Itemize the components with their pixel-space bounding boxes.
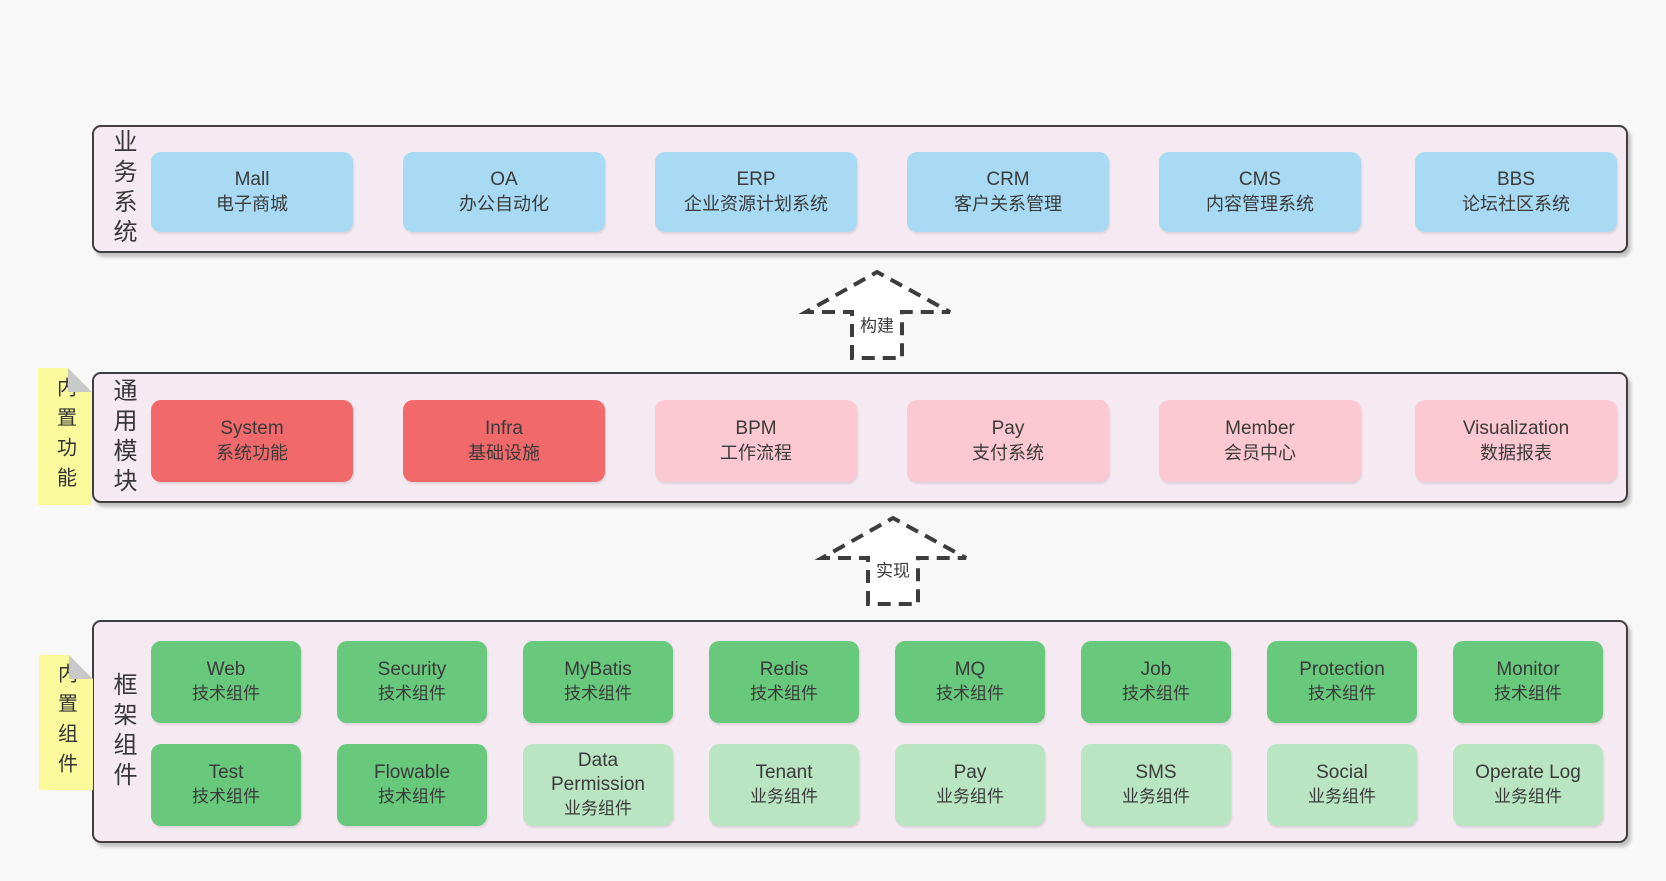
box-bbs: BBS 论坛社区系统: [1415, 152, 1617, 232]
box-system: System 系统功能: [151, 400, 353, 482]
box-name: Infra: [484, 418, 524, 439]
box-name: Visualization: [1462, 418, 1570, 439]
box-subtitle: 业务组件: [1494, 787, 1562, 806]
box-visualization: Visualization 数据报表: [1415, 400, 1617, 482]
box-subtitle: 电子商城: [216, 194, 288, 214]
box-operate-log: Operate Log 业务组件: [1453, 744, 1603, 826]
box-subtitle: 业务组件: [1122, 787, 1190, 806]
band-framework-components: 框架组件 Web 技术组件 Security 技术组件 MyBatis 技术组件…: [92, 620, 1628, 843]
band-title-common-modules: 通用模块: [109, 377, 136, 498]
box-name: Data Permission: [551, 750, 645, 795]
folded-corner-icon: [69, 655, 93, 679]
box-name: Tenant: [755, 762, 813, 783]
box-name: Pay: [953, 762, 987, 783]
box-subtitle: 业务组件: [1308, 787, 1376, 806]
box-name: Member: [1225, 418, 1295, 439]
box-security: Security 技术组件: [337, 641, 487, 723]
box-sms: SMS 业务组件: [1081, 744, 1231, 826]
box-name: Security: [377, 659, 447, 680]
box-subtitle: 业务组件: [750, 787, 818, 806]
box-subtitle: 技术组件: [1308, 684, 1376, 703]
box-flowable: Flowable 技术组件: [337, 744, 487, 826]
box-data-permission: Data Permission 业务组件: [523, 744, 673, 826]
box-job: Job 技术组件: [1081, 641, 1231, 723]
box-name: BBS: [1496, 169, 1536, 190]
box-name: BPM: [735, 418, 777, 439]
box-name: Redis: [759, 659, 809, 680]
box-subtitle: 客户关系管理: [954, 194, 1062, 214]
box-name: MQ: [954, 659, 986, 680]
box-crm: CRM 客户关系管理: [907, 152, 1109, 232]
box-mall: Mall 电子商城: [151, 152, 353, 232]
box-subtitle: 基础设施: [468, 443, 540, 463]
box-subtitle: 业务组件: [936, 787, 1004, 806]
box-name: Pay: [991, 418, 1025, 439]
box-name: System: [220, 418, 284, 439]
box-subtitle: 技术组件: [378, 684, 446, 703]
band-common-modules: 通用模块 System 系统功能 Infra 基础设施 BPM 工作流程 Pay…: [92, 372, 1628, 503]
arrow-label-implement: 实现: [873, 556, 913, 582]
box-name: CMS: [1238, 169, 1282, 190]
box-name: Mall: [234, 169, 270, 190]
box-pay-component: Pay 业务组件: [895, 744, 1045, 826]
box-name: Monitor: [1496, 659, 1560, 680]
note-built-in-features: 内置功能: [38, 368, 92, 505]
box-subtitle: 技术组件: [936, 684, 1004, 703]
box-subtitle: 论坛社区系统: [1462, 194, 1570, 214]
box-name: Operate Log: [1475, 762, 1581, 783]
box-oa: OA 办公自动化: [403, 152, 605, 232]
box-name: SMS: [1135, 762, 1177, 783]
box-name: Job: [1140, 659, 1172, 680]
box-subtitle: 技术组件: [750, 684, 818, 703]
box-subtitle: 技术组件: [1122, 684, 1190, 703]
box-subtitle: 系统功能: [216, 443, 288, 463]
box-subtitle: 会员中心: [1224, 443, 1296, 463]
box-name: CRM: [986, 169, 1030, 190]
box-subtitle: 内容管理系统: [1206, 194, 1314, 214]
box-test: Test 技术组件: [151, 744, 301, 826]
box-subtitle: 技术组件: [192, 684, 260, 703]
box-mq: MQ 技术组件: [895, 641, 1045, 723]
box-bpm: BPM 工作流程: [655, 400, 857, 482]
box-name: Protection: [1299, 659, 1385, 680]
box-name: Web: [206, 659, 246, 680]
box-subtitle: 企业资源计划系统: [684, 194, 828, 214]
box-name: OA: [490, 169, 518, 190]
note-text: 内置功能: [53, 376, 76, 497]
note-text: 内置组件: [54, 662, 77, 783]
box-subtitle: 数据报表: [1480, 443, 1552, 463]
box-subtitle: 业务组件: [564, 799, 632, 818]
box-tenant: Tenant 业务组件: [709, 744, 859, 826]
box-name: Test: [208, 762, 244, 783]
box-name: Flowable: [373, 762, 451, 783]
box-subtitle: 技术组件: [564, 684, 632, 703]
box-subtitle: 办公自动化: [459, 194, 549, 214]
box-subtitle: 技术组件: [378, 787, 446, 806]
band-title-framework-components: 框架组件: [109, 671, 136, 792]
box-subtitle: 支付系统: [972, 443, 1044, 463]
box-social: Social 业务组件: [1267, 744, 1417, 826]
box-pay-system: Pay 支付系统: [907, 400, 1109, 482]
box-cms: CMS 内容管理系统: [1159, 152, 1361, 232]
box-infra: Infra 基础设施: [403, 400, 605, 482]
box-mybatis: MyBatis 技术组件: [523, 641, 673, 723]
note-built-in-components: 内置组件: [39, 655, 93, 790]
box-monitor: Monitor 技术组件: [1453, 641, 1603, 723]
box-subtitle: 技术组件: [1494, 684, 1562, 703]
box-web: Web 技术组件: [151, 641, 301, 723]
folded-corner-icon: [68, 368, 92, 392]
box-member: Member 会员中心: [1159, 400, 1361, 482]
band-business-systems: 业务系统 Mall 电子商城 OA 办公自动化 ERP 企业资源计划系统 CRM…: [92, 125, 1628, 253]
box-protection: Protection 技术组件: [1267, 641, 1417, 723]
box-erp: ERP 企业资源计划系统: [655, 152, 857, 232]
box-subtitle: 技术组件: [192, 787, 260, 806]
box-subtitle: 工作流程: [720, 443, 792, 463]
box-name: ERP: [736, 169, 776, 190]
arrow-label-build: 构建: [857, 311, 897, 337]
box-name: Social: [1316, 762, 1368, 783]
box-redis: Redis 技术组件: [709, 641, 859, 723]
band-title-business-systems: 业务系统: [109, 129, 136, 249]
box-name: MyBatis: [564, 659, 632, 680]
